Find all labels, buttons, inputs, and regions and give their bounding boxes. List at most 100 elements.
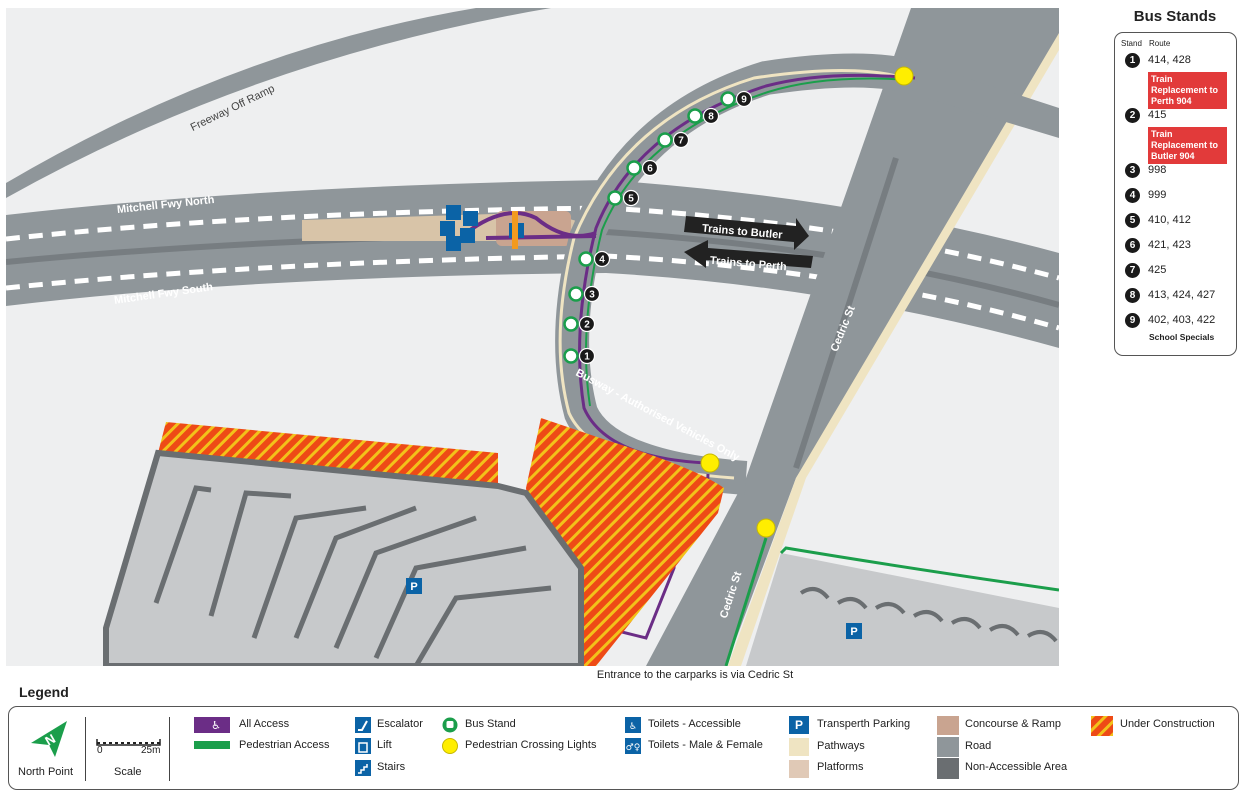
north-east-road — [926, 68, 1059, 138]
bus-stand-marker-6: 6 — [626, 159, 659, 177]
north-arrow-icon: N — [31, 721, 67, 757]
crossing-lights-label: Pedestrian Crossing Lights — [465, 739, 597, 751]
platforms-label: Platforms — [817, 761, 864, 773]
concourse-label: Concourse & Ramp — [965, 718, 1061, 730]
crossing-lights-cedric — [756, 518, 776, 538]
bus-stand-marker-3: 3 — [568, 285, 601, 303]
platforms-swatch — [789, 760, 809, 778]
stand-number-text: 8 — [708, 112, 714, 123]
escalator-label: Escalator — [377, 718, 423, 730]
bus-stand-marker-9: 9 — [720, 90, 753, 108]
stand-number-badge — [578, 315, 596, 333]
carpark-west — [103, 449, 584, 666]
pathways-label: Pathways — [817, 740, 865, 752]
stairs-icon — [355, 760, 371, 776]
stand-number-badge — [672, 131, 690, 149]
bus-stand-icon — [442, 717, 458, 733]
pedestrian-access-swatch — [194, 741, 230, 749]
concourse-swatch — [937, 716, 959, 735]
non-accessible-label: Non-Accessible Area — [965, 761, 1068, 773]
carpark-east-bays — [799, 587, 1058, 643]
bus-stand-icon — [563, 348, 579, 364]
bus-stand-icon — [578, 251, 594, 267]
stand-row-3: 3 998 — [1125, 163, 1166, 178]
route-column-header: Route — [1149, 39, 1171, 48]
toilets-mf-label: Toilets - Male & Female — [648, 739, 763, 751]
toilets-icon-2 — [446, 236, 461, 251]
stand-1-note: Train Replacement to Perth 904 — [1148, 72, 1227, 109]
under-construction-swatch — [1091, 716, 1113, 736]
bus-stand-icon — [626, 160, 642, 176]
parking-sign-east-letter: P — [850, 626, 857, 638]
stand-number: 4 — [1125, 188, 1140, 203]
stand-number-text: 1 — [584, 352, 590, 363]
toilets-accessible-label: Toilets - Accessible — [648, 718, 741, 730]
station-walkways — [464, 211, 597, 240]
toilets-icon: ♂♀ — [625, 738, 641, 754]
bus-stand-icon — [563, 316, 579, 332]
stand-routes: 410, 412 — [1148, 214, 1191, 226]
parking-sign-east — [846, 623, 862, 639]
stand-row-2: 2 415 — [1125, 108, 1166, 123]
ticket-barrier — [512, 211, 518, 249]
bus-stand-icon — [607, 190, 623, 206]
carpark-west-rows — [153, 485, 552, 666]
stand-row-1: 1 414, 428 — [1125, 53, 1191, 68]
bus-stand-marker-7: 7 — [657, 131, 690, 149]
stand-routes: 421, 423 — [1148, 239, 1191, 251]
bus-stand-marker-1: 1 — [563, 347, 596, 365]
stand-number-badge — [702, 107, 720, 125]
stand-column-header: Stand — [1121, 39, 1142, 48]
stand-row-8: 8 413, 424, 427 — [1125, 288, 1215, 303]
road-swatch — [937, 737, 959, 757]
bus-stand-marker-8: 8 — [687, 107, 720, 125]
stand-routes: 999 — [1148, 189, 1167, 201]
road-label: Road — [965, 740, 992, 752]
bus-stand-marker-4: 4 — [578, 250, 611, 268]
stand-row-9: 9 402, 403, 422 — [1125, 313, 1215, 328]
accessible-toilets-icon: ♿ — [625, 717, 641, 733]
svg-text:♿: ♿ — [211, 719, 221, 732]
legend-divider — [169, 717, 170, 781]
stand-number: 7 — [1125, 263, 1140, 278]
bus-stand-marker-5: 5 — [607, 189, 640, 207]
stand-number: 6 — [1125, 238, 1140, 253]
bus-stand-icon — [720, 91, 736, 107]
stand-routes: 402, 403, 422 — [1148, 314, 1216, 326]
map-caption: Entrance to the carparks is via Cedric S… — [596, 669, 794, 681]
bus-stand-icon — [687, 108, 703, 124]
bus-stands-title: Bus Stands — [1133, 8, 1217, 25]
stand-number-text: 5 — [628, 194, 634, 205]
stand-number-text: 4 — [599, 255, 605, 266]
stand-number: 5 — [1125, 213, 1140, 228]
parking-sign-west — [406, 578, 422, 594]
toilets-icon — [446, 205, 461, 220]
mitchell-freeway — [6, 180, 1059, 348]
escalator-icon — [355, 717, 371, 733]
stand-number-badge — [735, 90, 753, 108]
scale-label: Scale — [114, 766, 142, 778]
stand-row-4: 4 999 — [1125, 188, 1166, 203]
cedric-median — [793, 157, 899, 469]
stand-number-text: 9 — [741, 95, 747, 106]
all-access-icon: ♿ — [194, 717, 230, 733]
stand-number: 1 — [1125, 53, 1140, 68]
all-access-path — [578, 73, 916, 465]
east-pedestrian-path-2 — [724, 537, 768, 666]
scale-bar-icon — [96, 739, 161, 746]
stand-number-badge — [641, 159, 659, 177]
stand-number-text: 6 — [647, 164, 653, 175]
parking-icon: P — [789, 716, 809, 734]
construction-strip — [158, 422, 498, 486]
legend: N North Point 0 25m Scale ♿ All Access P… — [8, 706, 1239, 790]
platform-facilities — [440, 205, 524, 251]
svg-text:♂♀: ♂♀ — [626, 743, 641, 753]
crossing-lights-busway — [700, 453, 720, 473]
scale-zero: 0 — [97, 745, 103, 756]
stand-row-7: 7 425 — [1125, 263, 1166, 278]
stand-number-text: 7 — [678, 136, 684, 147]
bus-stand-icon — [568, 286, 584, 302]
legend-divider — [85, 717, 86, 781]
stand-routes: 414, 428 — [1148, 54, 1191, 66]
